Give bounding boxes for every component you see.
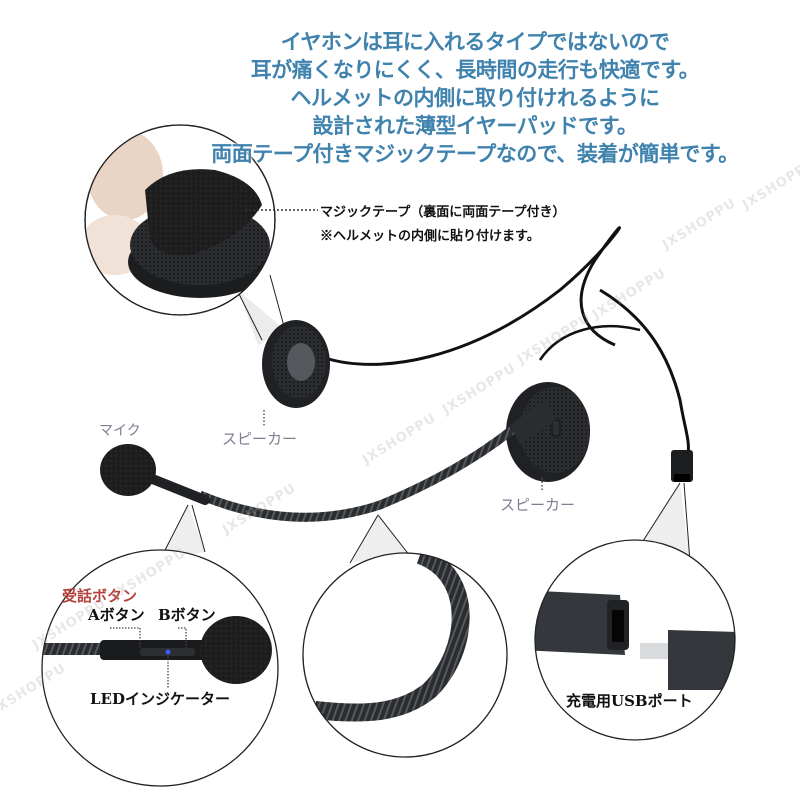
gooseneck-closeup (302, 552, 508, 758)
speaker-label-right: スピーカー (500, 496, 576, 514)
right-speaker (506, 382, 590, 492)
led-indicator-label: LEDインジケーター (90, 690, 230, 708)
mic-closeup (41, 549, 279, 787)
cable-connector (671, 450, 693, 482)
velcro-note-line2: ※ヘルメットの内側に貼り付けます。 (320, 229, 540, 244)
b-button-label: Bボタン (158, 606, 216, 624)
speaker-label-left: スピーカー (222, 430, 298, 448)
headline-line: イヤホンは耳に入れるタイプではないので (280, 30, 670, 54)
headline-line: 設計された薄型イヤーパッドです。 (312, 114, 638, 138)
a-button-label: Aボタン (88, 606, 145, 624)
velcro-closeup (84, 124, 318, 345)
left-speaker (262, 320, 330, 426)
call-button-label: 受話ボタン (62, 587, 138, 605)
usb-closeup (534, 539, 736, 741)
mic-label: マイク (99, 423, 141, 439)
boom-mic (100, 444, 156, 496)
usb-port-label: 充電用USBポート (566, 692, 693, 710)
headline-line: 耳が痛くなりにくく、長時間の走行も快適です。 (250, 58, 700, 82)
velcro-note-line1: マジックテープ（裏面に両面テープ付き） (320, 205, 566, 220)
headline-line: 両面テープ付きマジックテープなので、装着が簡単です。 (211, 142, 739, 166)
headline: イヤホンは耳に入れるタイプではないので 耳が痛くなりにくく、長時間の走行も快適で… (150, 28, 800, 168)
headline-line: ヘルメットの内側に取り付けれるように (290, 86, 661, 110)
